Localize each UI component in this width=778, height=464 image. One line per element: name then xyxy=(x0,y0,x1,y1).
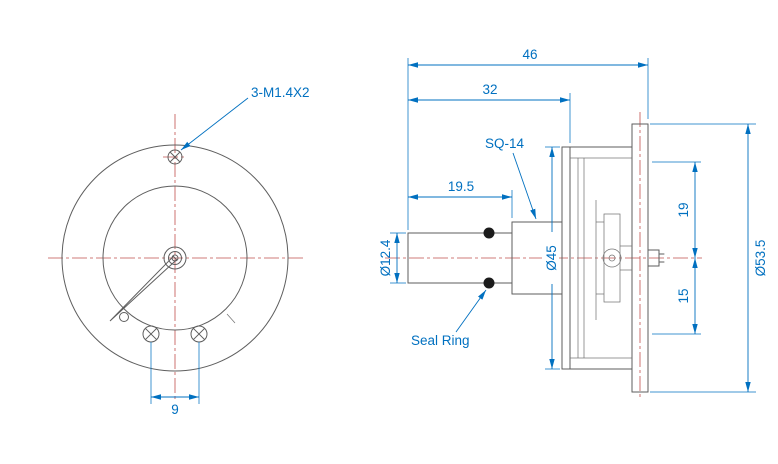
dim-lower-extent-text: 15 xyxy=(676,288,691,303)
dim-screw-spacing: 9 xyxy=(150,342,200,417)
shaft-outline xyxy=(407,232,513,284)
dim-case-diameter-text: Ø45 xyxy=(544,245,559,271)
dim-body-length-text: 32 xyxy=(482,82,497,97)
gauge-dial-circle xyxy=(102,185,248,331)
stop-pin xyxy=(119,312,129,322)
screw-spec-leader xyxy=(180,97,249,151)
pointer-needle xyxy=(109,255,178,322)
seal-ring-dot-bottom xyxy=(483,277,495,289)
dim-overall-length: 46 xyxy=(407,47,649,230)
gauge-outer-circle xyxy=(61,144,289,372)
dim-lower-extent: 15 xyxy=(652,258,701,335)
dim-body-length: 32 xyxy=(408,82,571,143)
dim-shaft-diameter-text: Ø12.4 xyxy=(378,239,393,276)
case-outline xyxy=(561,146,633,370)
square-spec-text: SQ-14 xyxy=(485,136,525,151)
bottom-screw-right xyxy=(190,325,208,343)
dim-upper-extent-text: 19 xyxy=(676,202,691,217)
side-view: 46 32 19.5 Ø12.4 Ø45 xyxy=(378,47,768,398)
dim-overall-length-text: 46 xyxy=(522,47,537,62)
dim-upper-extent: 19 xyxy=(652,161,701,258)
dim-screw-spacing-text: 9 xyxy=(171,402,179,417)
screw-spec-text: 3-M1.4X2 xyxy=(251,85,310,100)
dim-shaft-length: 19.5 xyxy=(408,179,513,218)
seal-ring-dot-top xyxy=(483,227,495,239)
bottom-screw-left xyxy=(142,325,160,343)
dial-scale-mark xyxy=(226,313,236,324)
back-stem xyxy=(647,249,665,267)
internal-mechanism xyxy=(570,157,632,359)
square-spec-callout: SQ-14 xyxy=(485,136,537,220)
dim-case-diameter: Ø45 xyxy=(542,146,560,370)
dim-flange-diameter-text: Ø53.5 xyxy=(753,240,768,277)
square-spec-leader xyxy=(512,152,537,220)
dim-flange-diameter: Ø53.5 xyxy=(650,123,768,393)
front-centerlines xyxy=(48,114,304,402)
seal-ring-callout: Seal Ring xyxy=(411,289,487,348)
top-screw xyxy=(167,149,183,165)
seal-ring-text: Seal Ring xyxy=(411,333,470,348)
dim-shaft-length-text: 19.5 xyxy=(448,179,474,194)
front-view: 9 3-M1.4X2 xyxy=(48,85,310,417)
dim-shaft-diameter: Ø12.4 xyxy=(378,232,406,284)
screw-spec-callout: 3-M1.4X2 xyxy=(180,85,310,151)
seal-ring-leader xyxy=(455,289,487,333)
